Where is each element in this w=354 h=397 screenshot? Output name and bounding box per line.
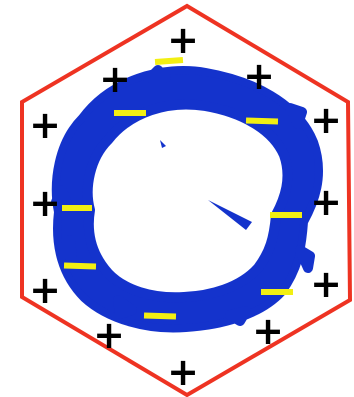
yellow-bar [261, 289, 293, 295]
plus-symbol: + [93, 313, 125, 357]
ring-wedge [208, 200, 252, 230]
yellow-bar [64, 262, 96, 269]
plus-symbol: + [252, 309, 284, 353]
plus-symbol: + [167, 350, 199, 394]
yellow-bar [246, 117, 278, 124]
plus-symbol: + [310, 180, 342, 224]
ring-wedge [160, 140, 166, 148]
yellow-bar [114, 110, 146, 116]
plus-symbol: + [29, 268, 61, 312]
ring-inner-edge [88, 104, 288, 297]
ring-bump [230, 311, 246, 321]
yellow-bar [62, 205, 92, 211]
plus-symbol: + [29, 103, 61, 147]
plus-symbol: + [310, 98, 342, 142]
ring-bump [300, 250, 310, 268]
ring-bump [290, 108, 302, 124]
yellow-bar [270, 212, 302, 218]
plus-symbol: + [243, 54, 275, 98]
plus-symbol: + [29, 181, 61, 225]
plus-symbol: + [99, 57, 131, 101]
plus-symbol: + [167, 18, 199, 62]
yellow-bar [144, 312, 176, 319]
ring-bump [150, 70, 166, 78]
plus-symbol: + [310, 262, 342, 306]
ring-bump [62, 240, 72, 258]
